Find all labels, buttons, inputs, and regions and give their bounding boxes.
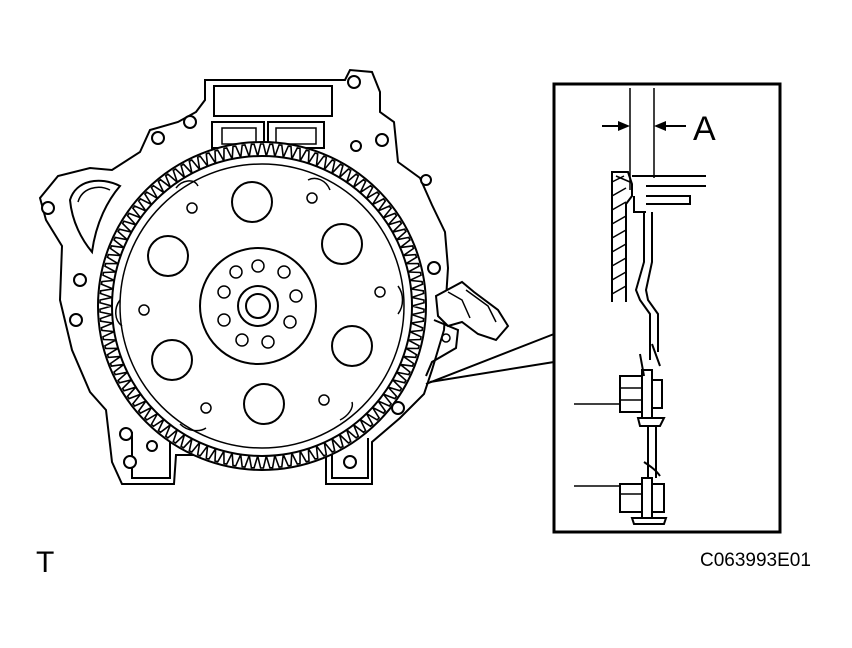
sensor-bracket <box>425 280 510 377</box>
drive-plate <box>115 177 404 432</box>
figure-code-label: C063993E01 <box>700 550 811 571</box>
housing-wall-section <box>611 171 633 302</box>
crankshaft-hub <box>199 247 317 365</box>
drive-plate-large-holes <box>147 181 373 425</box>
lower-bolt-section <box>574 426 668 525</box>
dimension-label-a: A <box>693 110 716 148</box>
drive-plate-small-holes <box>138 192 386 414</box>
plate-cross-section <box>632 175 706 360</box>
dimension-a-arrows <box>602 121 686 131</box>
view-mark-label: T <box>36 546 54 579</box>
detail-leader-lines <box>425 333 555 385</box>
upper-bolt-section <box>574 343 666 427</box>
hub-bolt-holes <box>217 259 303 349</box>
housing-bolt-holes <box>41 75 441 469</box>
detail-inset: A <box>552 82 782 534</box>
